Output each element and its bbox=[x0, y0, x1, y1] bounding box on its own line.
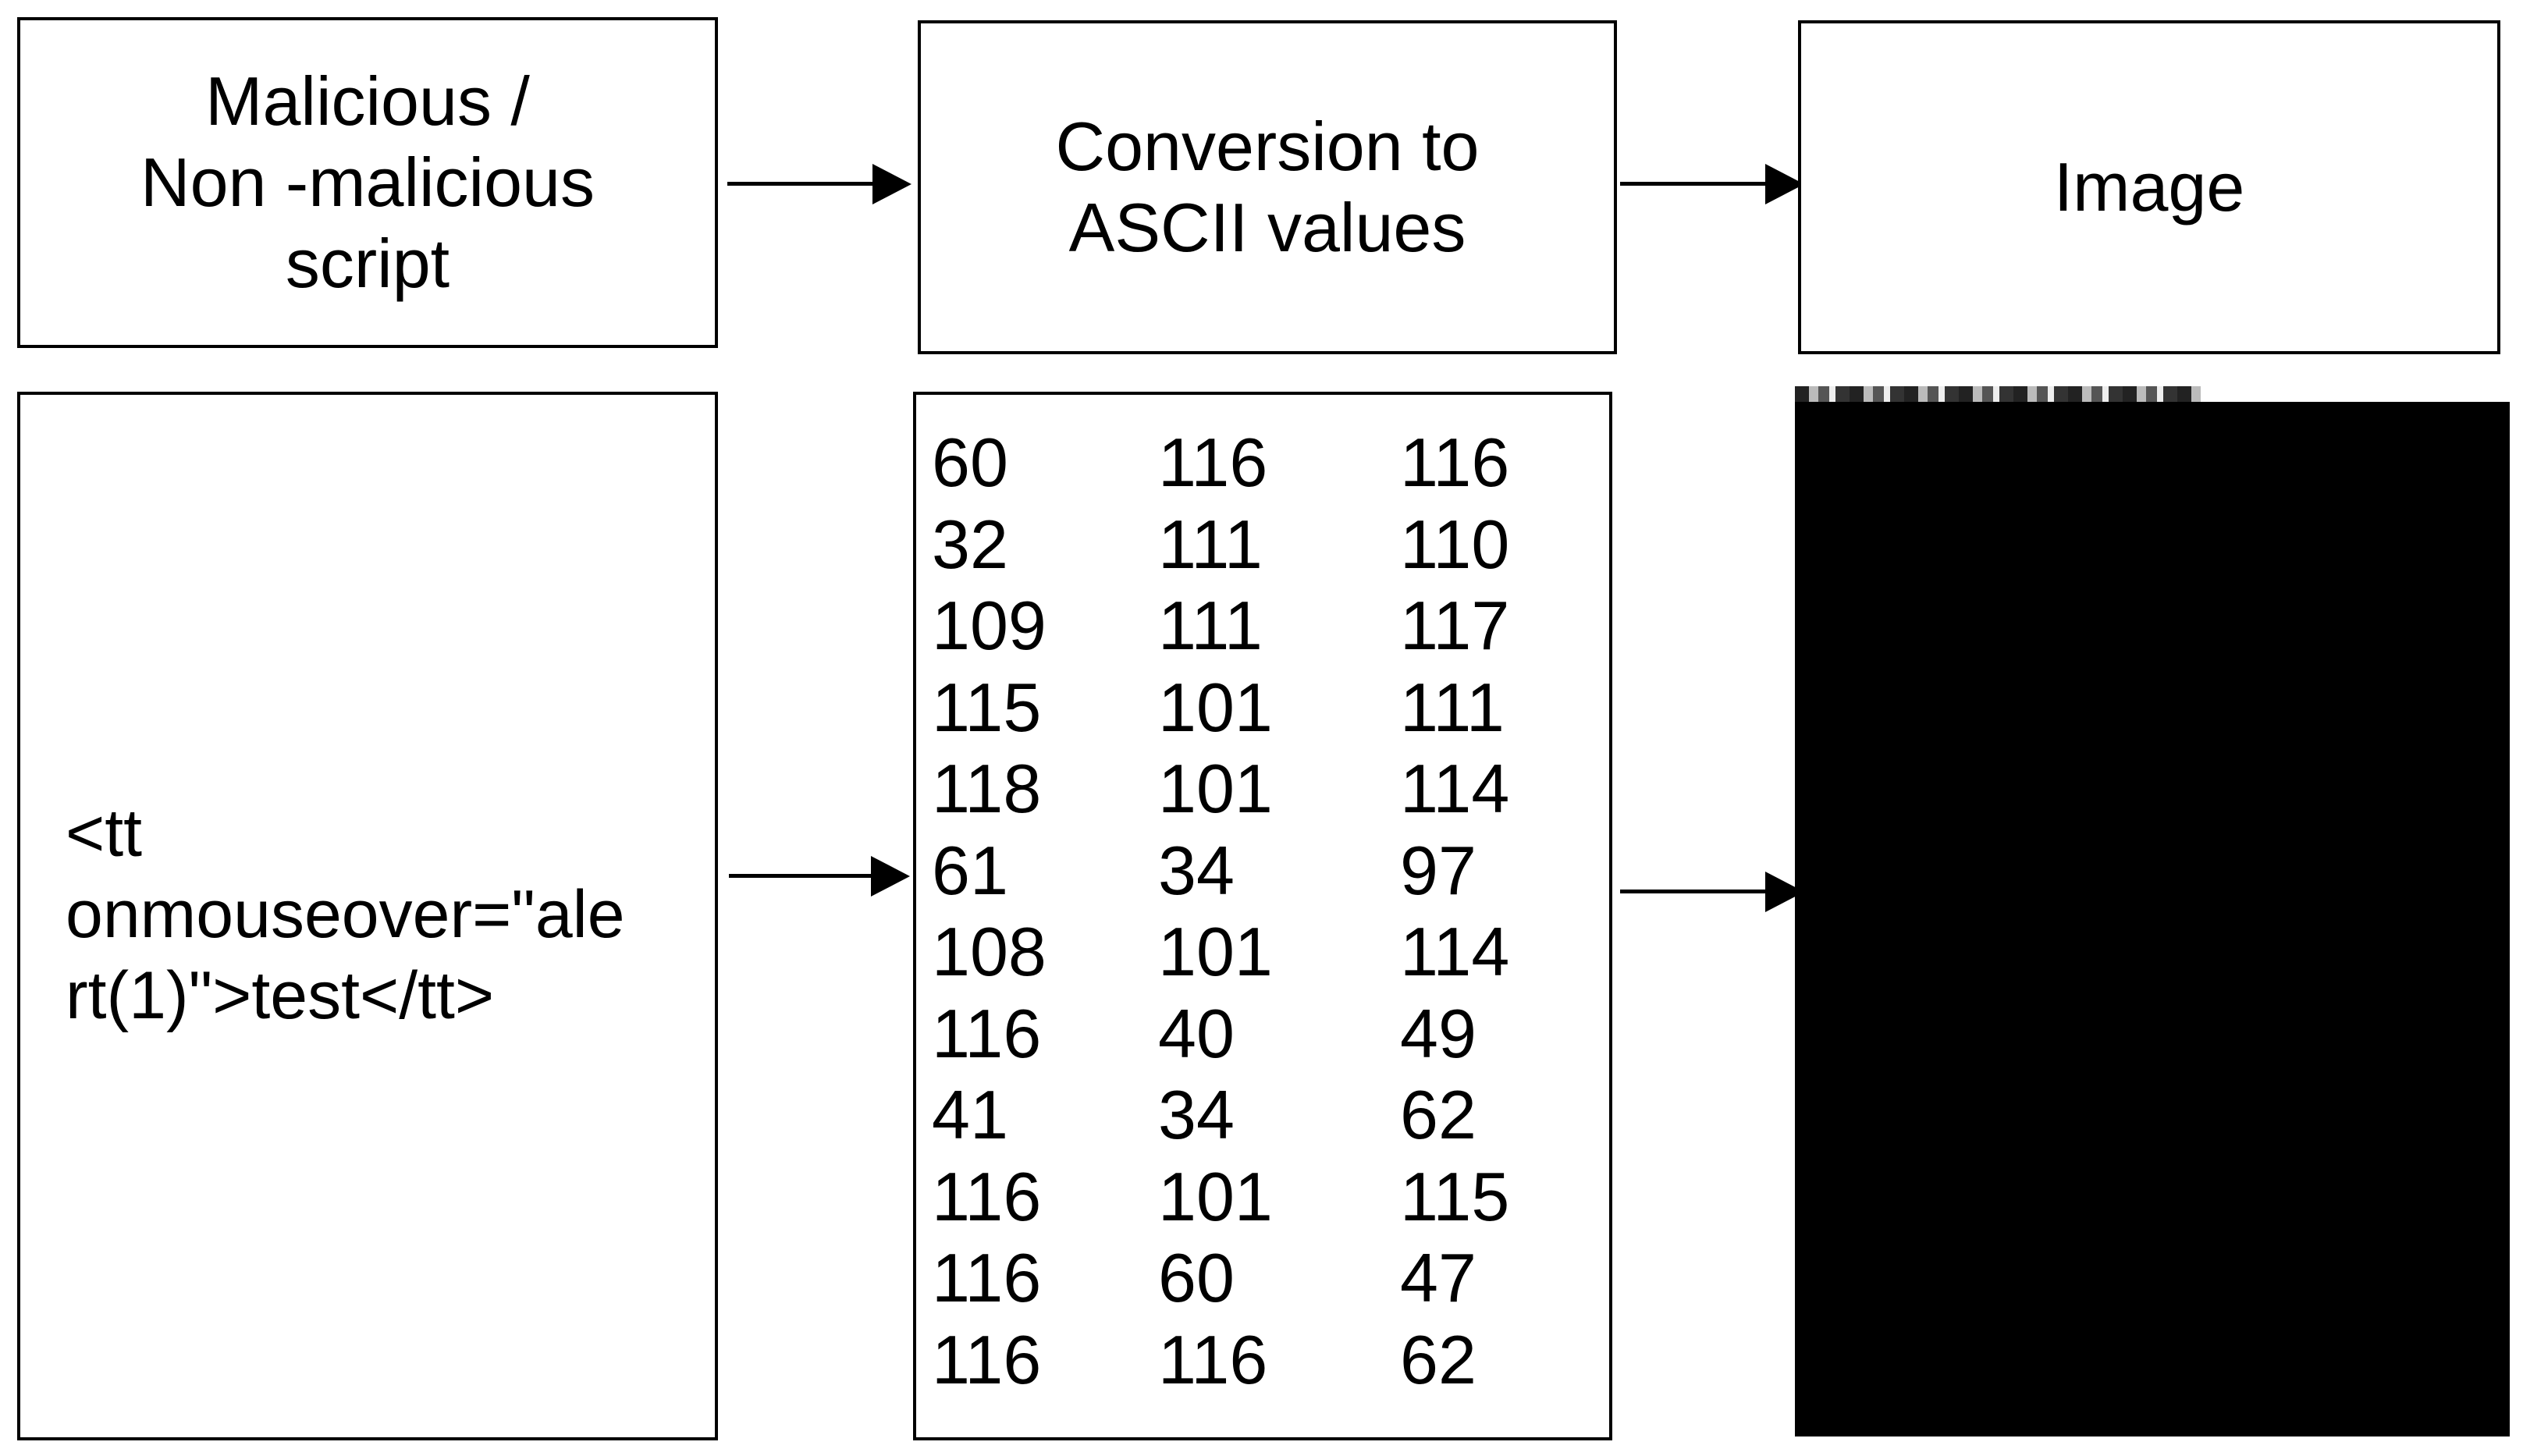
ascii-pixel-image bbox=[1795, 386, 2510, 1436]
ascii-value-cell: 101 bbox=[1158, 1157, 1273, 1235]
ascii-value-cell: 116 bbox=[932, 1157, 1042, 1235]
ascii-value-cell: 116 bbox=[932, 1320, 1042, 1398]
ascii-value-cell: 114 bbox=[1400, 913, 1510, 990]
arrow-2-head bbox=[1765, 164, 1804, 204]
ascii-value-cell: 62 bbox=[1400, 1076, 1476, 1153]
image-box: Image bbox=[1798, 20, 2500, 354]
arrow-3-shaft bbox=[729, 874, 874, 878]
ascii-value-cell: 110 bbox=[1400, 505, 1510, 583]
ascii-value-cell: 101 bbox=[1158, 913, 1273, 990]
arrow-4-shaft bbox=[1620, 890, 1768, 893]
ascii-value-cell: 111 bbox=[1158, 505, 1263, 583]
input-script-box: Malicious / Non -malicious script bbox=[17, 17, 718, 348]
ascii-value-cell: 60 bbox=[932, 424, 1008, 501]
ascii-value-cell: 60 bbox=[1158, 1239, 1235, 1316]
ascii-conversion-label-line-2: ASCII values bbox=[1068, 189, 1466, 266]
arrow-1-head bbox=[872, 164, 911, 204]
arrow-2-shaft bbox=[1620, 182, 1768, 186]
ascii-value-cell: 117 bbox=[1400, 587, 1510, 664]
ascii-value-cell: 32 bbox=[932, 505, 1008, 583]
ascii-value-cell: 108 bbox=[932, 913, 1047, 990]
ascii-value-cell: 118 bbox=[932, 750, 1042, 827]
ascii-conversion-box: Conversion to ASCII values bbox=[918, 20, 1617, 354]
ascii-value-cell: 109 bbox=[932, 587, 1047, 664]
ascii-conversion-label-line-1: Conversion to bbox=[1055, 108, 1480, 185]
image-label-text: Image bbox=[2053, 148, 2245, 226]
ascii-value-cell: 34 bbox=[1158, 831, 1235, 909]
input-script-label-line-1: Malicious / bbox=[205, 62, 530, 140]
arrow-1-shaft bbox=[727, 182, 876, 186]
script-line-3: rt(1)">test</tt> bbox=[66, 958, 495, 1033]
script-line-2: onmouseover="ale bbox=[66, 877, 625, 952]
ascii-value-cell: 115 bbox=[1400, 1157, 1510, 1235]
image-label: Image bbox=[1801, 23, 2497, 351]
ascii-value-cell: 111 bbox=[1158, 587, 1263, 664]
pixel-row-1 bbox=[1795, 386, 2201, 402]
arrow-3-head bbox=[871, 856, 910, 897]
ascii-value-cell: 116 bbox=[932, 994, 1042, 1072]
ascii-value-cell: 61 bbox=[932, 831, 1008, 909]
ascii-value-cell: 41 bbox=[932, 1076, 1008, 1153]
script-example-box: <tt onmouseover="ale rt(1)">test</tt> bbox=[17, 392, 718, 1440]
ascii-value-cell: 101 bbox=[1158, 750, 1273, 827]
ascii-value-cell: 116 bbox=[1400, 424, 1510, 501]
ascii-value-cell: 116 bbox=[1158, 1320, 1268, 1398]
ascii-value-cell: 116 bbox=[1158, 424, 1268, 501]
ascii-value-cell: 47 bbox=[1400, 1239, 1476, 1316]
ascii-value-cell: 101 bbox=[1158, 668, 1273, 746]
script-line-1: <tt bbox=[66, 796, 143, 871]
ascii-value-cell: 115 bbox=[932, 668, 1042, 746]
input-script-label-line-3: script bbox=[285, 225, 450, 302]
ascii-conversion-label: Conversion to ASCII values bbox=[921, 23, 1614, 351]
ascii-value-cell: 40 bbox=[1158, 994, 1235, 1072]
ascii-value-cell: 111 bbox=[1400, 668, 1505, 746]
ascii-value-cell: 62 bbox=[1400, 1320, 1476, 1398]
input-script-label-line-2: Non -malicious bbox=[140, 144, 595, 221]
ascii-value-cell: 49 bbox=[1400, 994, 1476, 1072]
script-example-text: <tt onmouseover="ale rt(1)">test</tt> bbox=[66, 793, 625, 1036]
ascii-value-cell: 34 bbox=[1158, 1076, 1235, 1153]
input-script-label: Malicious / Non -malicious script bbox=[20, 20, 715, 345]
ascii-value-cell: 116 bbox=[932, 1239, 1042, 1316]
ascii-value-cell: 97 bbox=[1400, 831, 1476, 909]
ascii-value-cell: 114 bbox=[1400, 750, 1510, 827]
